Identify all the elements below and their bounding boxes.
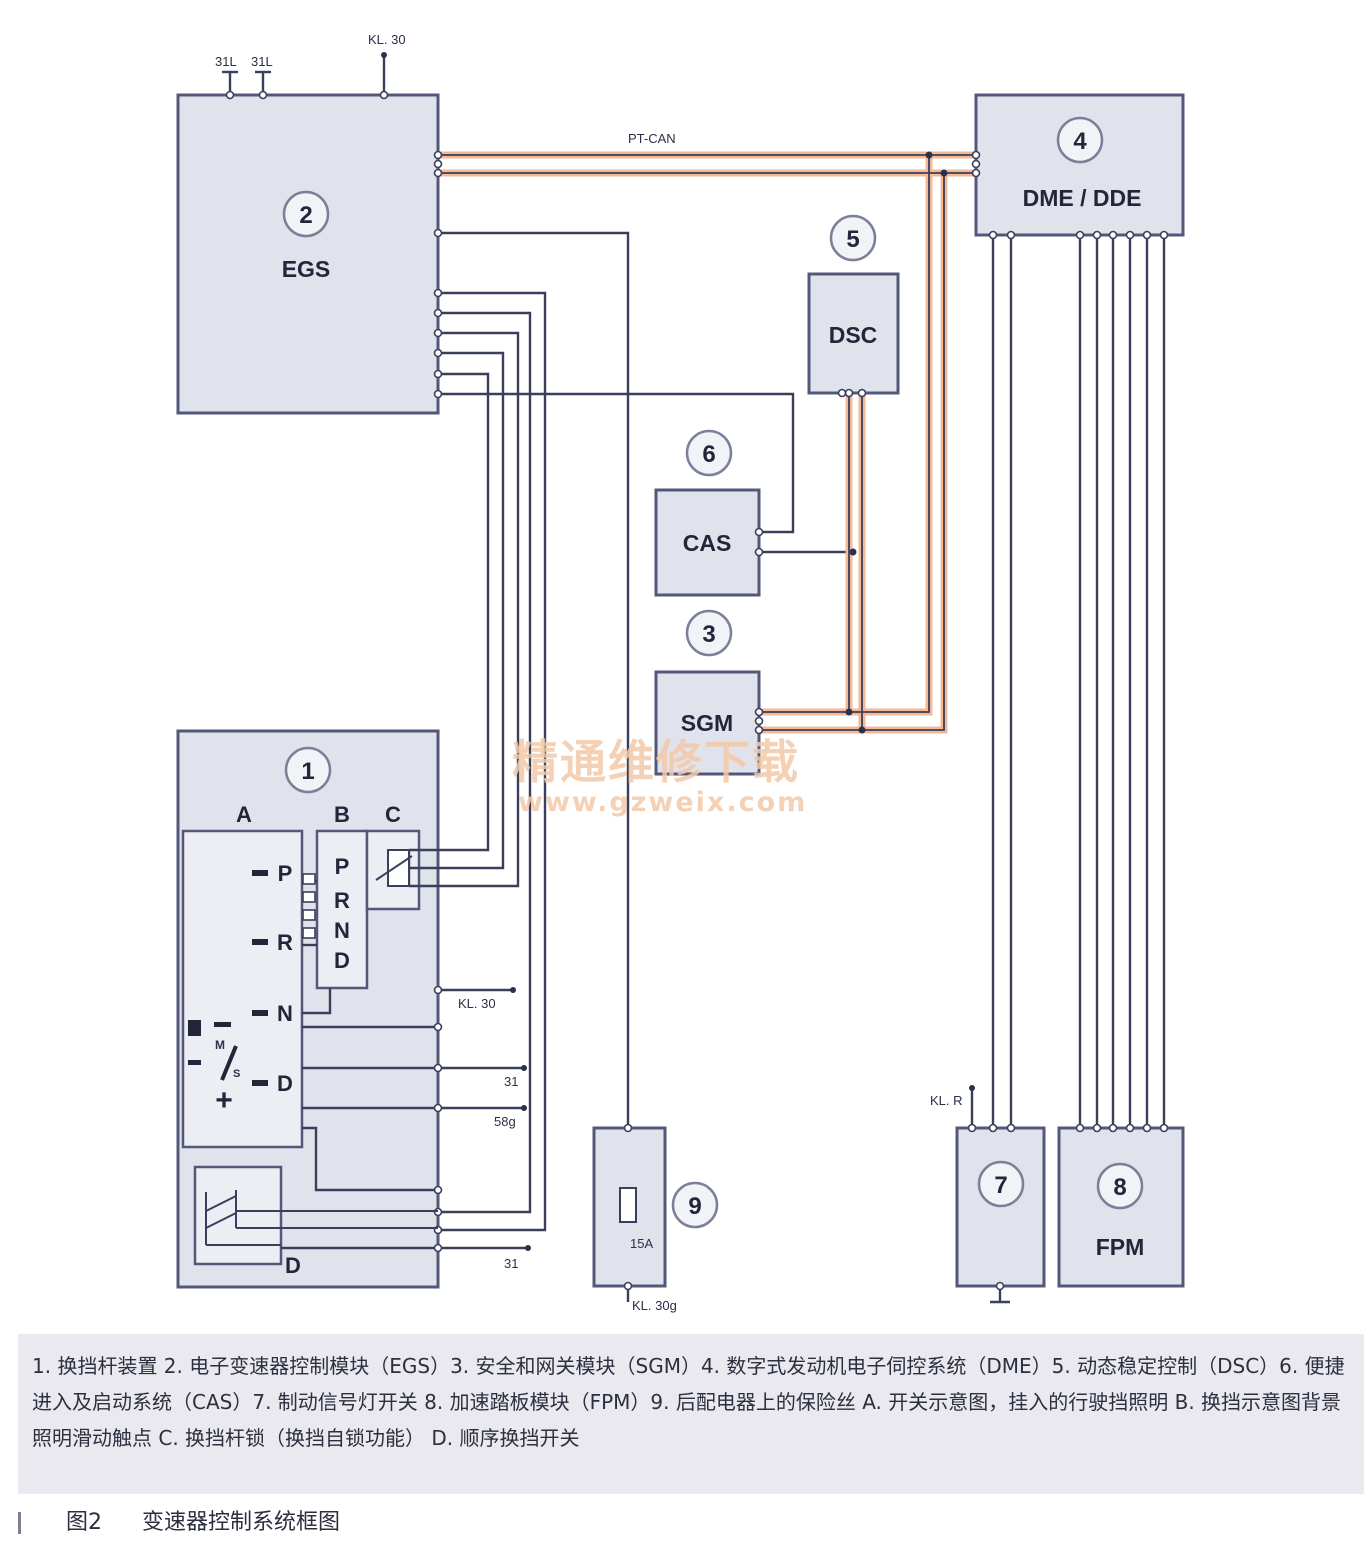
dme-dde-module	[974, 93, 1185, 237]
position-p: P	[335, 854, 350, 879]
gear-p: P	[278, 861, 293, 886]
terminal-31-b: 31	[504, 1256, 518, 1271]
badge-9: 9	[688, 1193, 701, 1220]
terminal-kl30g: KL. 30g	[632, 1298, 677, 1313]
sgm-label: SGM	[681, 710, 733, 736]
badge-4: 4	[1073, 128, 1087, 155]
connector-pins	[225, 90, 1169, 1291]
manual-m-label: M	[215, 1038, 225, 1052]
badge-8: 8	[1113, 1174, 1126, 1201]
terminal-58g: 58g	[494, 1114, 516, 1129]
watermark-title: 精通维修下载	[512, 735, 800, 789]
cas-module	[654, 488, 761, 597]
fpm-label: FPM	[1096, 1234, 1145, 1260]
transmission-control-block-diagram: 2 4 5 6 3 1 9 7 8 EGS DME / DDE DSC CAS …	[176, 32, 1185, 1313]
terminal-31-a: 31	[504, 1074, 518, 1089]
manual-slash-icon	[220, 1045, 238, 1081]
sequential-switch-panel-d	[193, 1165, 283, 1266]
manual-square-icon	[188, 1020, 201, 1036]
manual-s-label: S	[233, 1068, 240, 1080]
gear-r: R	[277, 930, 293, 955]
module-number-badges: 2 4 5 6 3 1 9 7 8	[282, 116, 1144, 1229]
manual-mode-symbols: M S +	[188, 1020, 240, 1117]
terminal-kl30-shifter: KL. 30	[458, 996, 496, 1011]
gear-indicator-list: P R N D	[252, 861, 293, 1096]
switch-position-list: P R N D	[334, 854, 350, 973]
badge-3: 3	[702, 621, 715, 648]
section-d-label: D	[285, 1253, 301, 1278]
gear-n: N	[277, 1001, 293, 1026]
badge-2: 2	[299, 202, 312, 229]
badge-5: 5	[846, 226, 859, 253]
badge-7: 7	[994, 1172, 1007, 1199]
sequential-switch-contacts-icon	[205, 1190, 438, 1246]
sliding-contact-icons	[302, 873, 316, 939]
shift-lock-solenoid-icon	[375, 849, 413, 887]
fuse-rating-label: 15A	[630, 1236, 653, 1251]
watermark: 精通维修下载 www.gzweix.com	[512, 735, 807, 818]
gear-d: D	[277, 1071, 293, 1096]
shifter-switch-panel-a	[181, 829, 304, 1149]
badge-1: 1	[301, 758, 314, 785]
egs-label: EGS	[282, 256, 331, 282]
pt-can-bus	[438, 151, 976, 734]
egs-module	[176, 93, 440, 415]
terminal-31l-2: 31L	[251, 54, 273, 69]
terminal-31l-1: 31L	[215, 54, 237, 69]
figure-caption: 图2 变速器控制系统框图	[18, 1503, 1364, 1543]
figure-legend: 1. 换挡杆装置 2. 电子变速器控制模块（EGS）3. 安全和网关模块（SGM…	[18, 1334, 1364, 1494]
wiring	[222, 55, 1166, 1304]
section-c-label: C	[385, 802, 401, 827]
figure-number: 图2	[66, 1510, 102, 1535]
position-n: N	[334, 918, 350, 943]
fuse-symbol	[619, 1187, 637, 1223]
watermark-url: www.gzweix.com	[518, 787, 807, 818]
position-d: D	[334, 948, 350, 973]
shifter-sliding-contact-panel-b	[315, 829, 369, 990]
sgm-module	[654, 670, 761, 776]
minus-dash-icon	[188, 1060, 201, 1065]
section-a-label: A	[236, 802, 252, 827]
terminal-klr: KL. R	[930, 1093, 963, 1108]
figure-title: 变速器控制系统框图	[142, 1510, 341, 1535]
dsc-module	[807, 272, 900, 395]
manual-dash-icon	[214, 1022, 231, 1027]
manual-plus-label: +	[215, 1084, 233, 1117]
section-b-label: B	[334, 802, 350, 827]
cas-label: CAS	[683, 530, 732, 556]
dme-dde-label: DME / DDE	[1023, 185, 1142, 211]
pt-can-label: PT-CAN	[628, 131, 676, 146]
badge-6: 6	[702, 441, 715, 468]
caption-bar	[18, 1512, 21, 1534]
position-r: R	[334, 888, 350, 913]
terminal-kl30-top: KL. 30	[368, 32, 406, 47]
dsc-label: DSC	[829, 322, 878, 348]
junctions	[381, 52, 975, 1251]
